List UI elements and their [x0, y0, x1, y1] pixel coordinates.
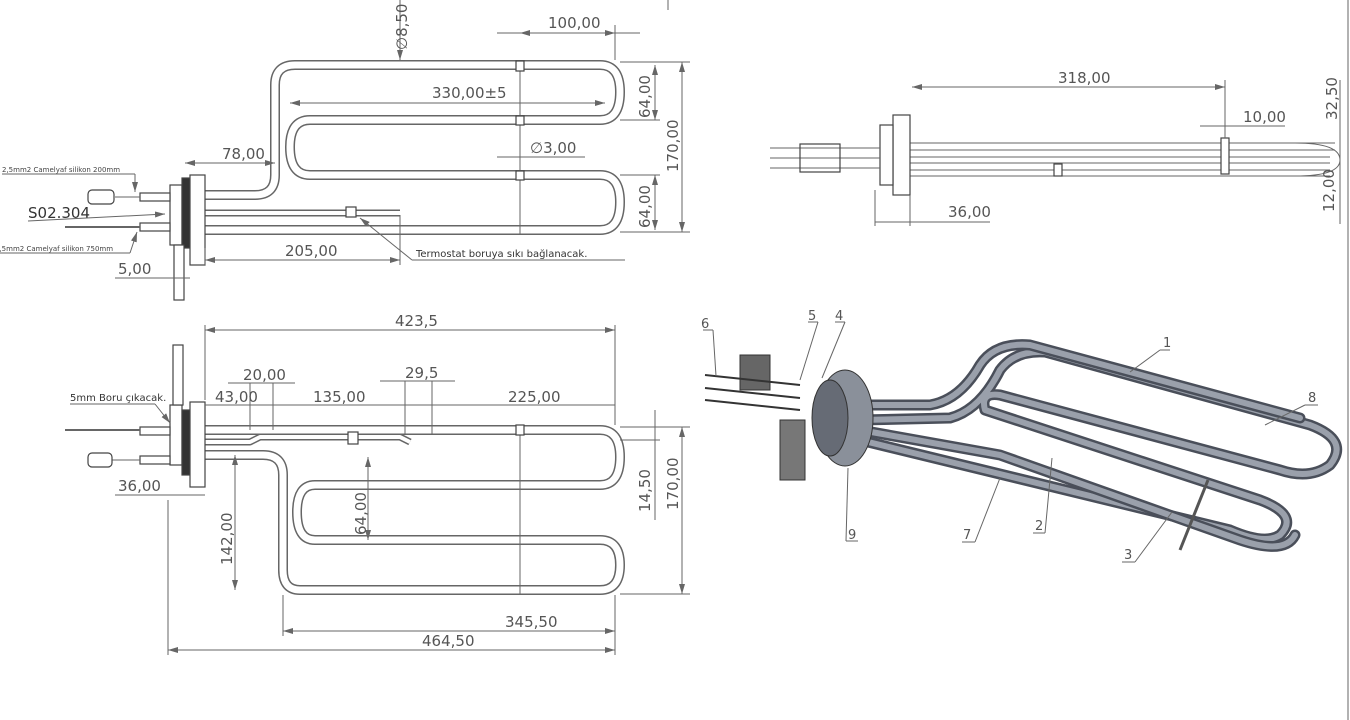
- dim-29: 29,5: [405, 364, 438, 382]
- top-view: ∅8,50 100,00 330,00±5 64,00 64,00 170,00…: [0, 0, 690, 301]
- balloon-2: 2: [1033, 457, 1053, 534]
- clip: [515, 424, 525, 436]
- balloon-4: 4: [821, 309, 846, 379]
- svg-text:4: 4: [835, 309, 843, 324]
- leader: [129, 231, 138, 254]
- dim-20: 20,00: [243, 366, 286, 384]
- flange-thread: [181, 409, 191, 476]
- flange-thread: [181, 177, 191, 249]
- dim-width-100: 100,00: [548, 14, 601, 32]
- dim-total-423: 423,5: [395, 312, 438, 330]
- clip: [1220, 137, 1230, 175]
- iso-tubes: [854, 339, 1343, 552]
- terminal: [139, 222, 171, 232]
- side-view: 318,00 10,00 32,50 12,00 36,00: [770, 69, 1341, 226]
- bracket: [172, 344, 184, 406]
- dim-135: 135,00: [313, 388, 366, 406]
- flange-plate: [169, 184, 183, 246]
- dim-36: 36,00: [948, 203, 991, 221]
- dim-464: 464,50: [422, 632, 475, 650]
- terminal: [139, 455, 171, 465]
- balloon-6: 6: [701, 317, 717, 377]
- iso-bracket: [779, 419, 806, 481]
- balloon-8: 8: [1264, 391, 1318, 426]
- dim-thermo-205: 205,00: [285, 242, 338, 260]
- svg-text:9: 9: [848, 528, 856, 543]
- flange-thread: [879, 124, 894, 186]
- balloon-3: 3: [1122, 511, 1173, 563]
- balloon-7: 7: [962, 477, 1001, 543]
- dim-142: 142,00: [218, 513, 236, 566]
- iso-cable: [704, 374, 801, 386]
- iso-support-bar: [1178, 479, 1210, 551]
- note-cable-200: 2,5mm2 Camelyaf silikon 200mm: [2, 166, 120, 174]
- note-thermostat: Termostat boruya sıkı bağlanacak.: [415, 248, 587, 260]
- svg-text:6: 6: [701, 317, 709, 332]
- terminal: [139, 426, 171, 436]
- connector: [87, 452, 113, 468]
- dim-height-170: 170,00: [664, 120, 682, 173]
- dim-43: 43,00: [215, 388, 258, 406]
- balloon-5: 5: [799, 309, 819, 381]
- iso-terminal-block: [739, 354, 771, 391]
- svg-text:3: 3: [1124, 548, 1132, 563]
- thermostat: [345, 206, 357, 218]
- flange: [189, 174, 206, 266]
- dim-offset-5: 5,00: [118, 260, 151, 278]
- leader: [27, 211, 166, 222]
- flange: [189, 401, 206, 488]
- dim-225: 225,00: [508, 388, 561, 406]
- terminal-block: [799, 143, 841, 173]
- svg-text:2: 2: [1035, 519, 1043, 534]
- dim-36: 36,00: [118, 477, 161, 495]
- dim-length-330: 330,00±5: [432, 84, 507, 102]
- dim-pitch-top: 64,00: [636, 75, 654, 118]
- leader: [359, 217, 413, 261]
- heater-tube: [205, 425, 625, 595]
- connector: [87, 189, 115, 205]
- svg-text:8: 8: [1308, 391, 1316, 406]
- dim-64: 64,00: [352, 492, 370, 535]
- iso-view: 6 5 4 1 8 9 7 2 3: [701, 309, 1343, 563]
- dim-offset-78: 78,00: [222, 145, 265, 163]
- svg-text:7: 7: [963, 528, 971, 543]
- flange: [892, 114, 911, 196]
- bottom-view: 423,5 20,00 43,00 135,00 29,5 225,00 5mm…: [65, 312, 690, 655]
- terminal: [139, 192, 171, 202]
- iso-cable: [704, 387, 801, 399]
- heater-tube: [205, 60, 625, 235]
- clip: [515, 60, 525, 72]
- dim-14: 14,50: [636, 469, 654, 512]
- iso-cable: [704, 399, 801, 411]
- dim-318: 318,00: [1058, 69, 1111, 87]
- clip: [515, 170, 525, 181]
- note-cable-750: 2,5mm2 Camelyaf silikon 750mm: [0, 245, 113, 253]
- dim-12: 12,00: [1320, 169, 1338, 212]
- balloon-9: 9: [845, 467, 858, 543]
- note-pipe: 5mm Boru çıkacak.: [70, 393, 166, 404]
- dim-10: 10,00: [1243, 108, 1286, 126]
- clip: [515, 115, 525, 126]
- iso-flange-thread: [811, 379, 849, 457]
- leader: [154, 403, 171, 424]
- clip: [1053, 163, 1063, 177]
- balloon-1: 1: [1129, 336, 1171, 373]
- dim-pitch-bottom: 64,00: [636, 185, 654, 228]
- svg-text:1: 1: [1163, 336, 1171, 351]
- flange-plate: [169, 404, 183, 466]
- dim-345: 345,50: [505, 613, 558, 631]
- dim-170: 170,00: [664, 458, 682, 511]
- part-code: S02.304: [28, 204, 90, 222]
- dim-diameter-tube: ∅8,50: [393, 4, 411, 50]
- bracket: [173, 244, 185, 301]
- clip: [347, 431, 359, 445]
- svg-text:5: 5: [808, 309, 816, 324]
- dim-diameter-3: ∅3,00: [530, 139, 576, 157]
- dim-32: 32,50: [1323, 77, 1341, 120]
